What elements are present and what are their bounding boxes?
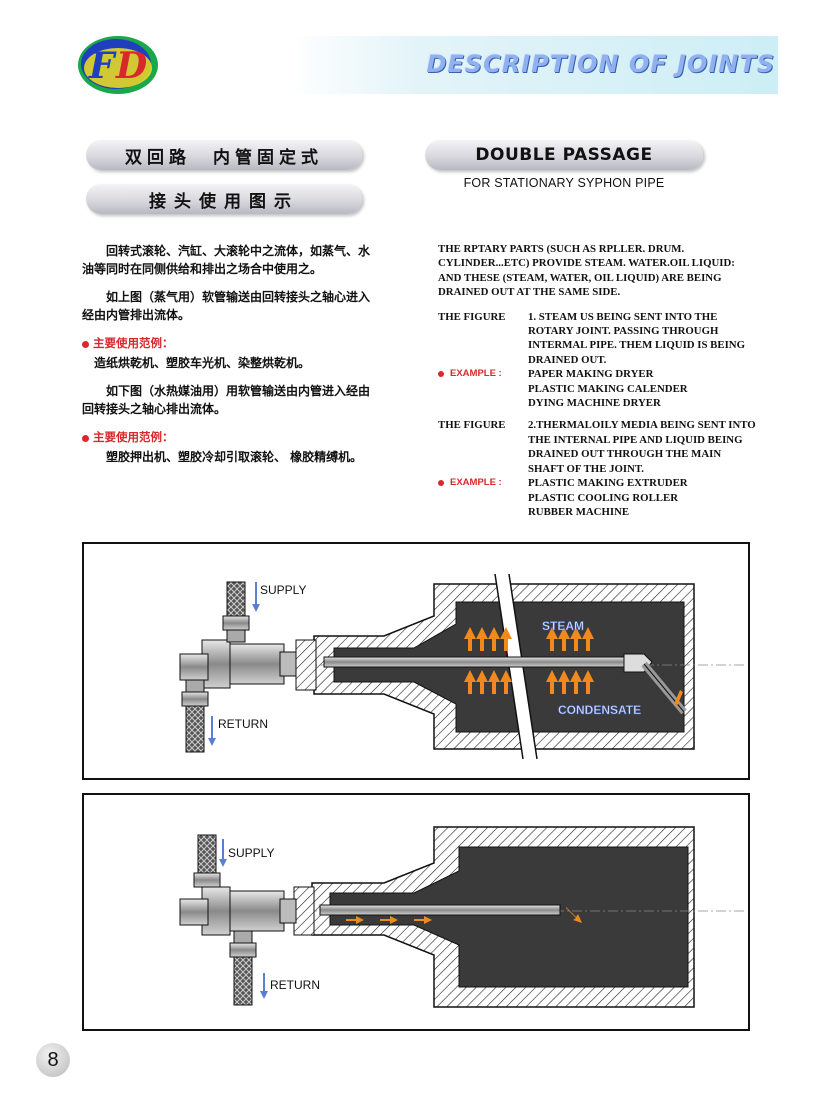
condensate-label: CONDENSATE — [558, 703, 641, 717]
cn-example-label-1: 主要使用范例： — [82, 334, 372, 352]
diagram-thermal-oil-joint: SUPPLY RETURN — [82, 793, 750, 1031]
bullet-icon — [82, 340, 89, 348]
en-figure-2: THE FIGURE 2.THERMALOILY MEDIA BEING SEN… — [438, 419, 756, 475]
en-example-1: EXAMPLE : PAPER MAKING DRYER PLASTIC MAK… — [438, 367, 758, 410]
en-figure-1: THE FIGURE 1. STEAM US BEING SENT INTO T… — [438, 310, 745, 366]
en-subtitle: FOR STATIONARY SYPHON PIPE — [463, 176, 665, 190]
page-title: DESCRIPTION OF JOINTS — [426, 50, 775, 78]
cn-example-text-2: 塑胶押出机、塑胶冷却引取滚轮、 橡胶精缚机。 — [106, 450, 363, 464]
cn-subtitle-pill: 接头使用图示 — [86, 184, 362, 214]
return-arrow-icon — [208, 716, 216, 746]
diagram-steam-joint: SUPPLY RETURN STEAM CONDENSATE — [82, 542, 750, 780]
supply-arrow-icon — [219, 839, 227, 867]
chinese-description: 回转式滚轮、汽缸、大滚轮中之流体，如蒸气、水油等同时在同侧供给和排出之场合中使用… — [82, 242, 372, 476]
cn-example-label-2: 主要使用范例： — [82, 428, 372, 446]
cn-example-text-1: 造纸烘乾机、塑胶车光机、染整烘乾机。 — [94, 356, 311, 370]
svg-text:D: D — [115, 45, 147, 87]
steam-flow-arrows — [464, 627, 683, 706]
bullet-icon — [438, 479, 444, 486]
supply-label: SUPPLY — [228, 846, 274, 860]
en-example-2: EXAMPLE : PLASTIC MAKING EXTRUDER PLASTI… — [438, 476, 758, 519]
bullet-icon — [82, 434, 89, 442]
bullet-icon — [438, 370, 444, 377]
en-title-pill: DOUBLE PASSAGE — [425, 140, 703, 170]
en-intro: THE RPTARY PARTS (SUCH AS RPLLER. DRUM. … — [438, 243, 735, 299]
cn-paragraph-3: 如下图（水热媒油用）用软管输送由内管进入经由回转接头之轴心排出流体。 — [82, 384, 371, 416]
return-label: RETURN — [270, 978, 320, 992]
cn-title-pill: 双回路 内管固定式 — [86, 140, 362, 170]
header-band — [292, 36, 778, 94]
english-description: THE RPTARY PARTS (SUCH AS RPLLER. DRUM. … — [438, 242, 758, 519]
steam-label: STEAM — [542, 619, 584, 633]
svg-text:F: F — [88, 45, 117, 87]
return-label: RETURN — [218, 717, 268, 731]
company-logo: F D — [76, 34, 160, 96]
supply-label: SUPPLY — [260, 583, 306, 597]
cn-paragraph-2: 如上图（蒸气用）软管输送由回转接头之轴心进入经由内管排出流体。 — [82, 290, 371, 322]
return-arrow-icon — [260, 973, 268, 999]
supply-arrow-icon — [252, 582, 260, 612]
cn-paragraph-1: 回转式滚轮、汽缸、大滚轮中之流体，如蒸气、水油等同时在同侧供给和排出之场合中使用… — [82, 244, 371, 276]
oil-flow-arrows — [346, 907, 582, 924]
page-number: 8 — [36, 1043, 70, 1077]
